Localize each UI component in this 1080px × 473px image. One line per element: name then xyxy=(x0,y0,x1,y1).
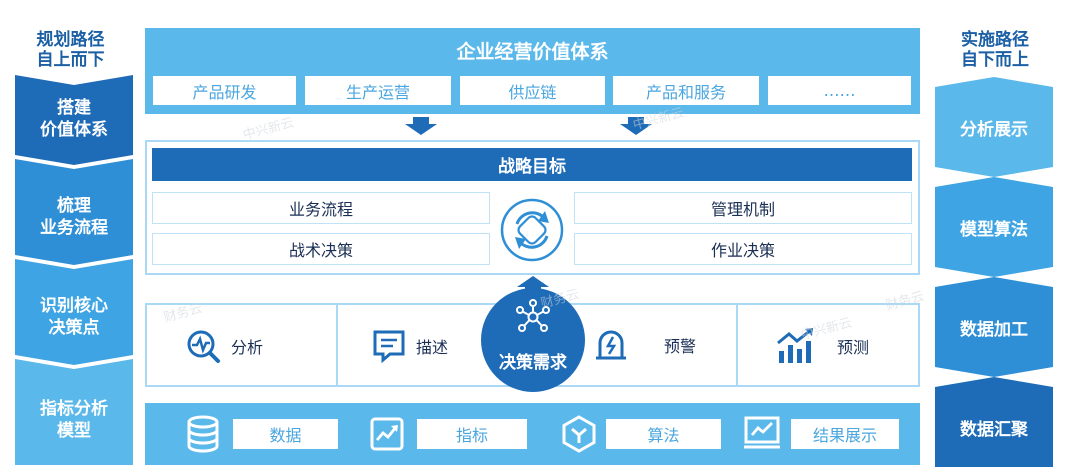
right-step-1: 分析展示 xyxy=(960,120,1028,140)
right-title: 实施路径 自下而上 xyxy=(935,30,1055,70)
cell-management-mechanism: 管理机制 xyxy=(574,192,912,224)
indicator-icon xyxy=(370,417,404,451)
right-step-3: 数据加工 xyxy=(960,320,1028,340)
bottom-item-result-display: 结果展示 xyxy=(791,419,899,449)
watermark-1: 中兴新云 xyxy=(241,115,296,144)
left-step-1: 搭建 价值体系 xyxy=(15,85,133,153)
left-title-line2: 自上而下 xyxy=(36,50,105,70)
left-step-3-line1: 识别核心 xyxy=(40,296,108,316)
left-step-1-line1: 搭建 xyxy=(57,98,91,118)
left-step-4-line2: 模型 xyxy=(57,420,91,441)
left-chevron-4 xyxy=(15,359,133,465)
right-chevron-3 xyxy=(935,277,1053,377)
left-chevron-2 xyxy=(15,159,133,265)
cell-operational-decision: 作业决策 xyxy=(574,233,912,265)
decision-divider-1 xyxy=(336,305,338,385)
cell-business-process: 业务流程 xyxy=(152,192,490,224)
decision-item-forecast: 预测 xyxy=(775,326,869,366)
value-item-2: 生产运营 xyxy=(305,76,451,105)
decision-divider-2 xyxy=(736,305,738,385)
decision-item-warning: 预警 xyxy=(594,326,696,364)
left-step-2: 梳理 业务流程 xyxy=(15,177,133,257)
left-step-3-line2: 决策点 xyxy=(48,318,100,338)
left-chevron-1 xyxy=(15,75,133,165)
left-chevron-column xyxy=(15,75,133,465)
left-step-2-line1: 梳理 xyxy=(57,196,91,216)
left-title-line1: 规划路径 xyxy=(36,30,105,50)
cycle-icon xyxy=(500,198,564,262)
value-item-4: 产品和服务 xyxy=(613,76,759,105)
left-step-4: 指标分析 模型 xyxy=(15,377,133,462)
left-step-4-line1: 指标分析 xyxy=(40,398,108,419)
right-step-2: 模型算法 xyxy=(960,220,1028,240)
alarm-icon xyxy=(596,330,626,360)
strategy-title: 战略目标 xyxy=(152,148,912,181)
decision-item-describe: 描述 xyxy=(372,328,448,364)
value-item-1: 产品研发 xyxy=(153,76,296,105)
bottom-item-data: 数据 xyxy=(233,419,338,449)
decision-item-describe-label: 描述 xyxy=(416,338,449,357)
cell-tactical-decision: 战术决策 xyxy=(152,233,490,265)
decision-demand-label: 决策需求 xyxy=(499,353,567,373)
algorithm-icon xyxy=(562,415,596,453)
left-chevron-3 xyxy=(15,259,133,365)
network-icon xyxy=(516,299,550,332)
right-chevron-1 xyxy=(935,77,1053,177)
right-chevron-4 xyxy=(935,377,1053,467)
decision-item-analyze: 分析 xyxy=(185,328,263,364)
value-item-5: …… xyxy=(768,76,911,105)
database-icon xyxy=(187,415,219,453)
value-system-title: 企业经营价值体系 xyxy=(456,40,609,63)
left-step-2-line2: 业务流程 xyxy=(40,218,108,238)
value-item-3: 供应链 xyxy=(460,76,605,105)
right-step-4: 数据汇聚 xyxy=(960,420,1028,440)
right-title-line1: 实施路径 xyxy=(961,30,1029,50)
down-arrow-right xyxy=(620,117,652,135)
left-step-3: 识别核心 决策点 xyxy=(15,277,133,357)
left-title: 规划路径 自上而下 xyxy=(8,30,133,70)
down-arrow-left xyxy=(405,117,437,135)
decision-item-warning-label: 预警 xyxy=(664,337,697,356)
forecast-chart-icon xyxy=(777,328,813,363)
result-display-icon xyxy=(744,416,780,449)
bottom-item-algorithm: 算法 xyxy=(606,419,721,449)
describe-icon xyxy=(373,330,405,363)
right-chevron-column xyxy=(935,77,1053,467)
decision-item-analyze-label: 分析 xyxy=(231,338,264,357)
bottom-item-indicator: 指标 xyxy=(417,419,527,449)
analyze-icon xyxy=(187,330,220,363)
right-chevron-2 xyxy=(935,177,1053,277)
decision-item-forecast-label: 预测 xyxy=(837,338,870,357)
right-title-line2: 自下而上 xyxy=(961,50,1029,70)
left-step-1-line2: 价值体系 xyxy=(40,120,108,140)
